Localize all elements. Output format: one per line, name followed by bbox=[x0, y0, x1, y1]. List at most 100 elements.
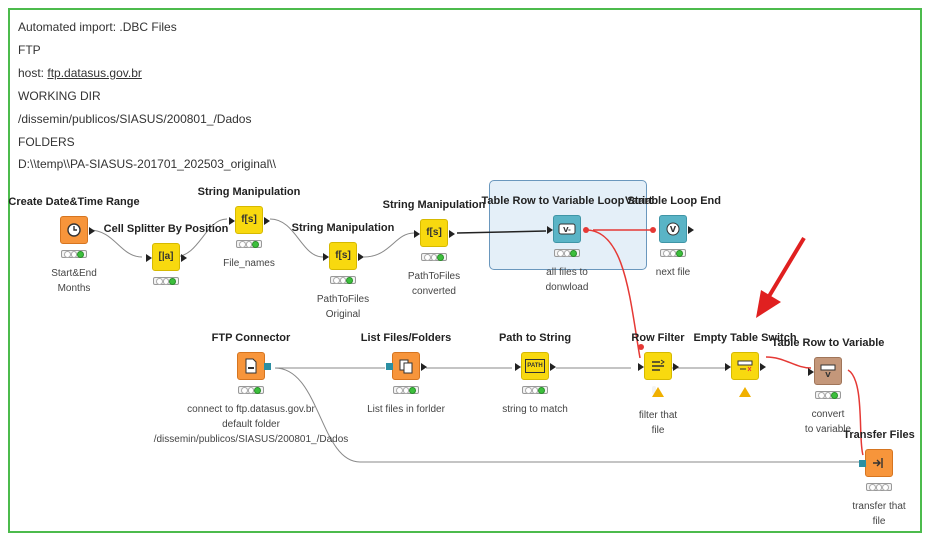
annotation-arrow-head bbox=[756, 290, 781, 318]
warning-icon bbox=[739, 387, 751, 397]
node-status bbox=[238, 386, 264, 394]
annotation-line-4: WORKING DIR bbox=[18, 89, 101, 103]
node-transfer-files[interactable]: Transfer Files transfer that file bbox=[779, 428, 932, 529]
node-title: Path to String bbox=[498, 332, 572, 344]
filter-icon[interactable] bbox=[638, 352, 679, 397]
node-status bbox=[61, 250, 87, 258]
node-label[interactable]: Start&End Months bbox=[51, 268, 97, 294]
output-port[interactable] bbox=[264, 217, 270, 225]
fs-icon[interactable]: f[s] bbox=[414, 219, 455, 247]
annotation-host-label: host: bbox=[18, 66, 48, 80]
loop-start-icon[interactable]: V- bbox=[547, 215, 581, 243]
node-string-manipulation-1[interactable]: String Manipulation f[s] File_names bbox=[149, 185, 349, 271]
input-port[interactable] bbox=[725, 363, 731, 371]
output-port[interactable] bbox=[688, 226, 694, 234]
node-status bbox=[815, 391, 841, 399]
node-title: Row Filter bbox=[631, 332, 685, 344]
input-port[interactable] bbox=[638, 363, 644, 371]
connection-port[interactable] bbox=[264, 363, 271, 370]
var-switch-to-row2var bbox=[765, 356, 812, 369]
node-empty-table-switch[interactable]: Empty Table Switch bbox=[645, 331, 845, 397]
var-loop-to-filter bbox=[585, 229, 641, 359]
loop-end-icon[interactable]: V bbox=[659, 215, 694, 243]
wire-sm3-to-loop bbox=[456, 230, 547, 234]
connection-port[interactable] bbox=[859, 460, 866, 467]
input-port[interactable] bbox=[515, 363, 521, 371]
path-icon[interactable]: PATH bbox=[515, 352, 556, 380]
node-label[interactable]: convert to variable bbox=[804, 409, 852, 435]
output-port[interactable] bbox=[181, 254, 187, 262]
node-string-manipulation-2[interactable]: String Manipulation f[s] PathToFiles Ori… bbox=[243, 221, 443, 322]
node-label[interactable]: all files to donwload bbox=[545, 267, 589, 293]
annotation-line-1: Automated import: .DBC Files bbox=[18, 20, 177, 34]
svg-text:V: V bbox=[825, 371, 831, 378]
annotation-line-2: FTP bbox=[18, 43, 41, 57]
fs-icon[interactable]: f[s] bbox=[323, 242, 364, 270]
connection-port[interactable] bbox=[386, 363, 393, 370]
svg-text:V-: V- bbox=[563, 226, 571, 234]
node-title: FTP Connector bbox=[211, 332, 291, 344]
node-label[interactable]: File_names bbox=[223, 258, 275, 269]
transfer-icon[interactable] bbox=[859, 449, 893, 477]
output-port[interactable] bbox=[673, 363, 679, 371]
node-label[interactable]: string to match bbox=[502, 404, 568, 415]
input-port[interactable] bbox=[547, 226, 553, 234]
fs-icon[interactable]: f[s] bbox=[229, 206, 270, 234]
node-ftp-connector[interactable]: FTP Connector connect to ftp.datasus.gov… bbox=[151, 331, 351, 447]
node-label[interactable]: PathToFiles converted bbox=[407, 271, 461, 297]
node-table-row-to-variable-loop-start[interactable]: Table Row to Variable Loop Start V- all … bbox=[467, 194, 667, 295]
node-row-filter[interactable]: Row Filter filter that file bbox=[558, 331, 758, 438]
node-label[interactable]: next file bbox=[655, 267, 691, 278]
input-port[interactable] bbox=[808, 368, 814, 376]
clock-icon[interactable] bbox=[60, 216, 95, 244]
annotation-line-3: host: ftp.datasus.gov.br bbox=[18, 66, 142, 80]
node-title: Table Row to Variable bbox=[771, 337, 885, 349]
document-icon[interactable] bbox=[237, 352, 271, 380]
node-title: Variable Loop End bbox=[625, 195, 721, 207]
svg-text:V: V bbox=[670, 225, 677, 234]
node-variable-loop-end[interactable]: Variable Loop End V next file bbox=[573, 194, 773, 280]
node-title: Cell Splitter By Position bbox=[103, 223, 229, 235]
node-label[interactable]: List files in forlder bbox=[367, 404, 445, 415]
splitter-icon[interactable]: [|a] bbox=[146, 243, 187, 271]
node-create-date-time-range[interactable]: Create Date&Time Range Start&End Months bbox=[0, 195, 174, 296]
output-port[interactable] bbox=[421, 363, 427, 371]
var-port-loop-out bbox=[583, 227, 589, 233]
input-port[interactable] bbox=[323, 253, 329, 261]
input-port[interactable] bbox=[146, 254, 152, 262]
output-port[interactable] bbox=[550, 363, 556, 371]
node-title: Empty Table Switch bbox=[693, 332, 797, 344]
output-port[interactable] bbox=[89, 227, 95, 235]
row-variable-icon[interactable]: V bbox=[808, 357, 842, 385]
node-path-to-string[interactable]: Path to String PATH string to match bbox=[435, 331, 635, 417]
node-title: List Files/Folders bbox=[360, 332, 452, 344]
input-port[interactable] bbox=[414, 230, 420, 238]
node-table-row-to-variable[interactable]: Table Row to Variable V convert to varia… bbox=[728, 336, 928, 437]
host-link[interactable]: ftp.datasus.gov.br bbox=[47, 66, 142, 80]
node-status bbox=[421, 253, 447, 261]
node-list-files-folders[interactable]: List Files/Folders List files in forlder bbox=[306, 331, 506, 417]
var-port-filter-in bbox=[638, 344, 644, 350]
input-port[interactable] bbox=[229, 217, 235, 225]
node-label[interactable]: transfer that file bbox=[852, 501, 906, 527]
node-status bbox=[554, 249, 580, 257]
output-port[interactable] bbox=[449, 230, 455, 238]
node-title: String Manipulation bbox=[382, 199, 486, 211]
node-label[interactable]: connect to ftp.datasus.gov.br default fo… bbox=[153, 404, 349, 445]
node-status bbox=[393, 386, 419, 394]
output-port[interactable] bbox=[760, 363, 766, 371]
node-label[interactable]: filter that file bbox=[638, 410, 678, 436]
annotation-line-6: FOLDERS bbox=[18, 135, 75, 149]
output-port[interactable] bbox=[358, 253, 364, 261]
node-label[interactable]: PathToFiles Original bbox=[316, 294, 370, 320]
node-cell-splitter[interactable]: Cell Splitter By Position [|a] bbox=[66, 222, 266, 285]
warning-icon bbox=[652, 387, 664, 397]
node-title: Create Date&Time Range bbox=[8, 196, 140, 208]
node-title: Transfer Files bbox=[843, 429, 915, 441]
files-icon[interactable] bbox=[386, 352, 427, 380]
node-status bbox=[660, 249, 686, 257]
wire-ftp-to-transfer bbox=[274, 367, 862, 463]
annotation-arrow-shaft bbox=[766, 236, 806, 300]
node-string-manipulation-3[interactable]: String Manipulation f[s] PathToFiles con… bbox=[334, 198, 534, 299]
switch-icon[interactable] bbox=[725, 352, 766, 397]
